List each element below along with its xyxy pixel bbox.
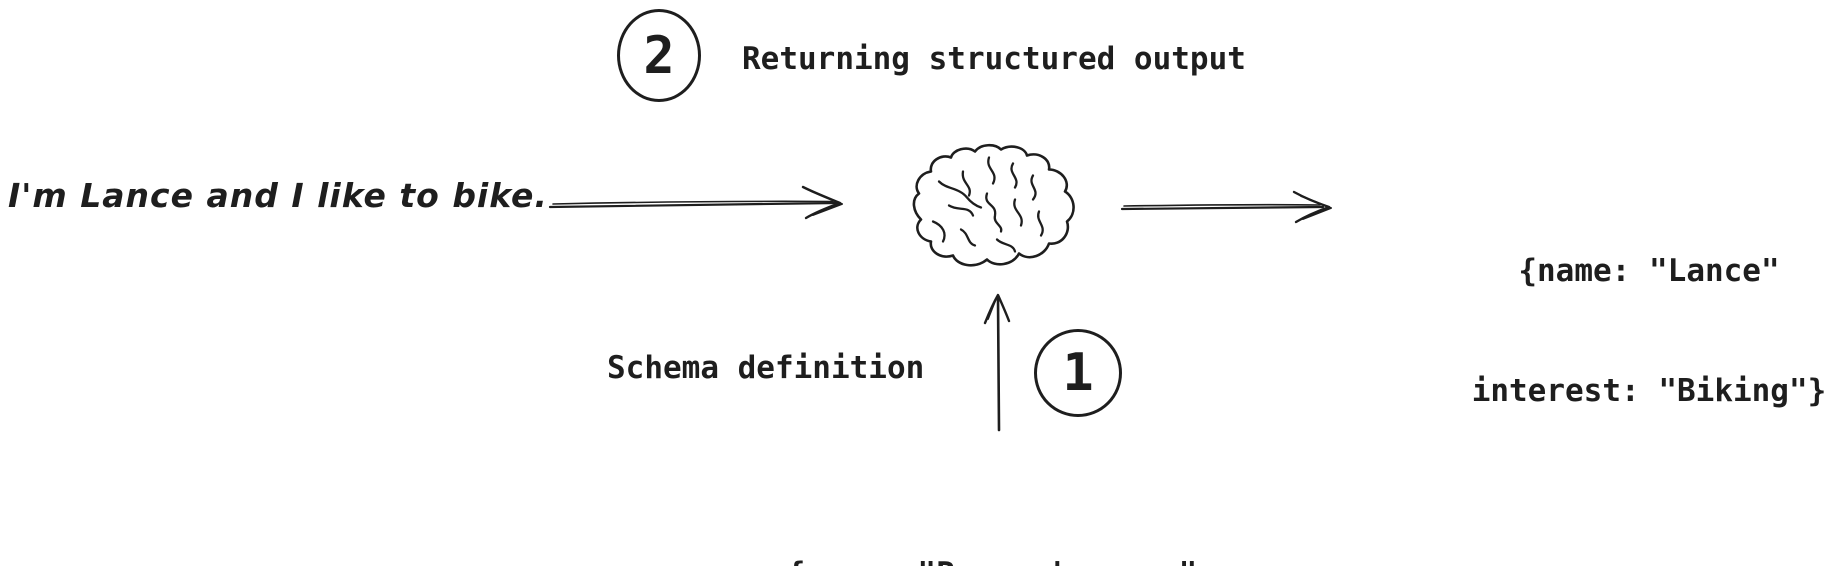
step-1-number: 1: [1062, 343, 1094, 403]
input-sentence: I'm Lance and I like to bike.: [8, 176, 548, 215]
schema-label: Schema definition: [607, 350, 925, 386]
input-arrow-icon: [548, 185, 843, 220]
output-line-2: interest: "Biking"}: [1471, 373, 1827, 409]
output-line-1: {name: "Lance": [1518, 253, 1780, 289]
step-2-title: Returning structured output: [742, 41, 1246, 77]
schema-line-1: {name: "Person's name": [692, 555, 1292, 566]
schema-arrow-icon: [983, 293, 1011, 432]
output-arrow-icon: [1120, 190, 1332, 224]
structured-output: {name: "Lance" interest: "Biking"}: [1453, 171, 1838, 491]
step-2-number: 2: [643, 25, 675, 86]
schema-definition-code: {name: "Person's name" interest: "Person…: [692, 479, 1292, 566]
step-1-badge: 1: [1034, 329, 1122, 417]
brain-icon: [912, 143, 1075, 267]
step-2-badge: 2: [617, 9, 701, 102]
